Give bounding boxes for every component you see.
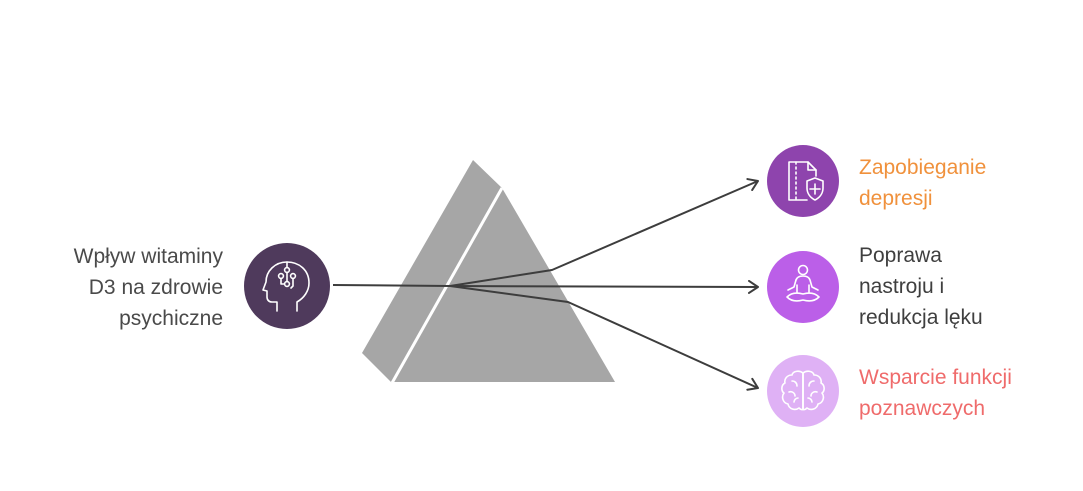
arrow-to-outcome-2 (449, 279, 759, 294)
source-label-line-2: D3 na zdrowie (88, 276, 223, 299)
outcome-2-label-line-1: Poprawa (859, 244, 942, 267)
outcome-2-node (767, 251, 839, 323)
prism-side-face (362, 160, 502, 383)
source-label-line-3: psychiczne (119, 307, 223, 330)
head-with-brain-circuit-icon (262, 261, 310, 312)
arrow-to-outcome-3 (449, 285, 759, 391)
outcome-2-label-line-3: redukcja lęku (859, 306, 983, 329)
outcome-2-label-line-2: nastroju i (859, 275, 945, 298)
source-label: Wpływ witaminy D3 na zdrowie psychiczne (0, 241, 223, 334)
outcome-1-label: Zapobieganie depresji (859, 152, 986, 214)
beams (332, 178, 759, 391)
incoming-beam (332, 284, 451, 287)
outcome-1-circle (767, 145, 839, 217)
arrow-to-outcome-1 (449, 178, 759, 287)
source-label-line-1: Wpływ witaminy (73, 245, 223, 268)
meditating-person-icon (786, 264, 820, 302)
outcome-3-label: Wsparcie funkcji poznawczych (859, 362, 1012, 424)
outcome-3-node (767, 355, 839, 427)
prism (362, 160, 615, 384)
brain-icon (781, 370, 825, 411)
outcome-2-circle (767, 251, 839, 323)
source-node (244, 243, 330, 329)
outcome-3-label-line-1: Wsparcie funkcji (859, 366, 1012, 389)
document-with-shield-plus-icon (788, 161, 824, 201)
outcome-1-node (767, 145, 839, 217)
prism-front-face (392, 188, 615, 382)
outcome-1-label-line-1: Zapobieganie (859, 156, 987, 179)
outcome-3-label-line-2: poznawczych (859, 397, 986, 420)
outcome-2-label: Poprawa nastroju i redukcja lęku (859, 240, 983, 333)
outcome-1-label-line-2: depresji (859, 187, 933, 210)
